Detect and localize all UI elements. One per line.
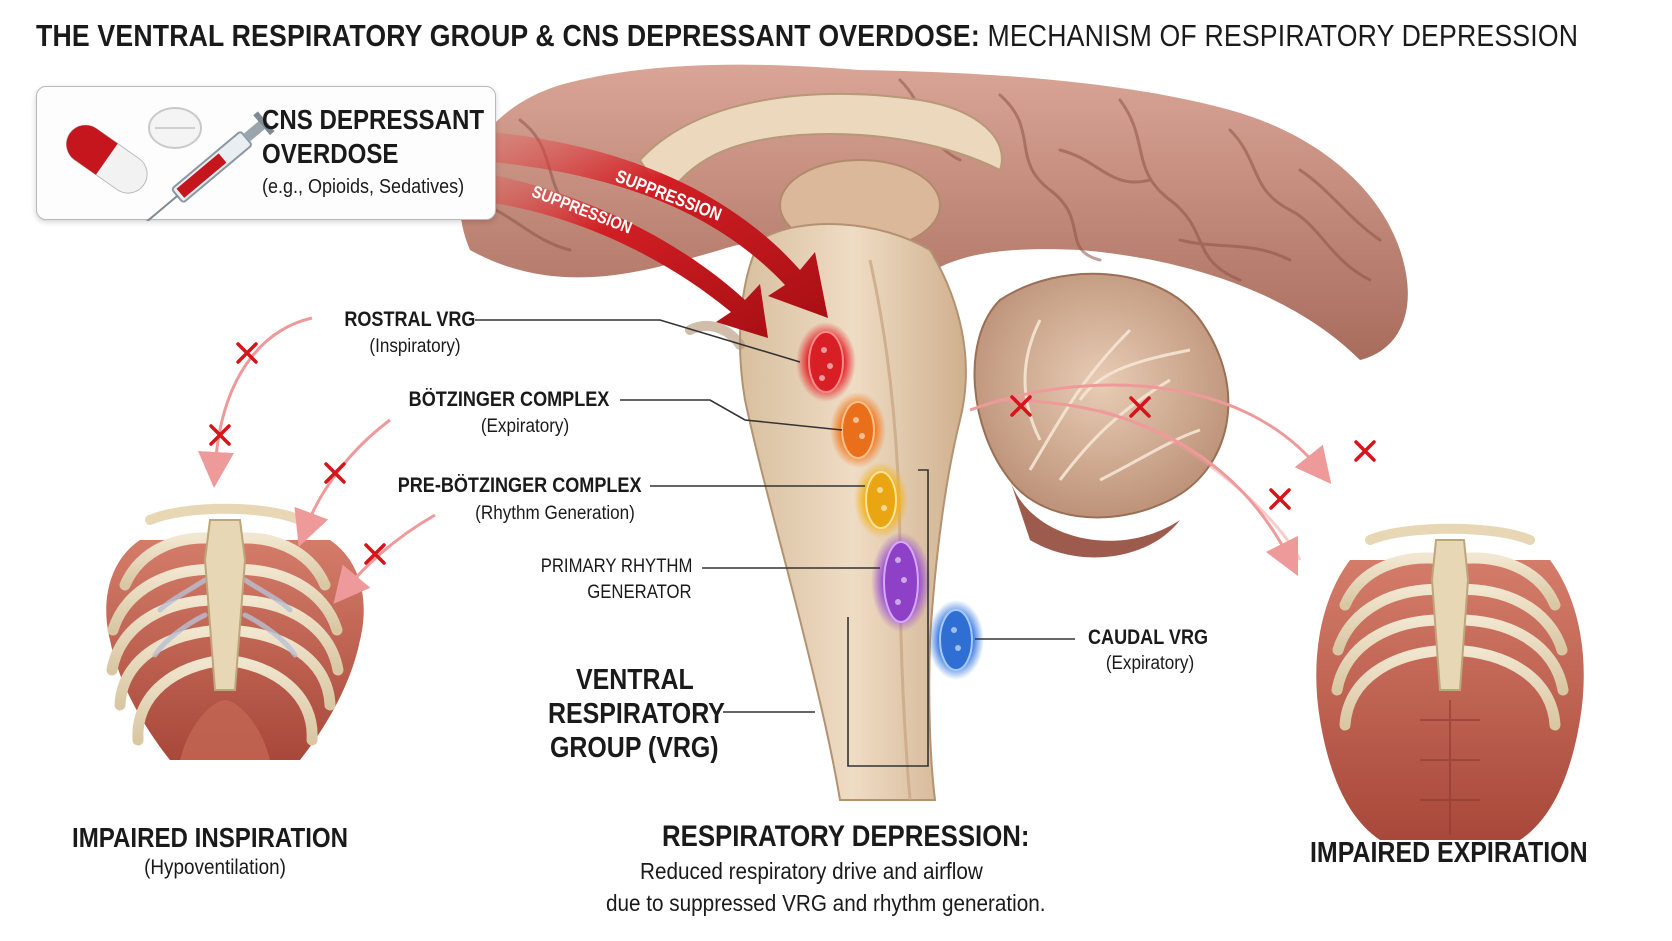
suppression-arrows	[470, 130, 828, 338]
leader-lines	[475, 319, 1075, 767]
inspiration-sub: (Hypoventilation)	[144, 856, 286, 879]
title-light: MECHANISM OF RESPIRATORY DEPRESSION	[987, 18, 1579, 53]
caudal-vrg-sub: (Expiratory)	[1105, 653, 1195, 674]
rostral-vrg-label: ROSTRAL VRG	[343, 308, 475, 331]
depression-title: RESPIRATORY DEPRESSION:	[662, 820, 1030, 853]
block-x-marks	[209, 342, 1376, 565]
pills-syringe-icon	[66, 107, 275, 221]
primary-rhythm-line2: GENERATOR	[587, 582, 692, 603]
vrg-group-line1: VENTRAL	[576, 664, 694, 696]
pre-botzinger-sub: (Rhythm Generation)	[475, 503, 635, 524]
botzinger-label: BÖTZINGER COMPLEX	[408, 388, 609, 411]
caudal-vrg-label: CAUDAL VRG	[1088, 626, 1209, 649]
title-bold: THE VENTRAL RESPIRATORY GROUP & CNS DEPR…	[36, 18, 980, 53]
right-ribcage	[1316, 523, 1584, 840]
inspiration-title: IMPAIRED INSPIRATION	[72, 822, 349, 853]
primary-rhythm-line1: PRIMARY RHYTHM	[540, 556, 692, 577]
vrg-group-line3: GROUP (VRG)	[550, 732, 719, 764]
page-title: THE VENTRAL RESPIRATORY GROUP & CNS DEPR…	[36, 18, 1578, 54]
depression-line1: Reduced respiratory drive and airflow	[640, 858, 983, 884]
drug-overdose-box	[36, 86, 496, 221]
drug-title-line1: CNS DEPRESSANT	[262, 104, 485, 135]
botzinger-sub: (Expiratory)	[480, 416, 570, 437]
drug-title-line2: OVERDOSE	[262, 138, 399, 169]
depression-line2: due to suppressed VRG and rhythm generat…	[606, 890, 1046, 916]
vrg-group-line2: RESPIRATORY	[548, 698, 725, 730]
expiration-title: IMPAIRED EXPIRATION	[1310, 837, 1588, 869]
pre-botzinger-label: PRE-BÖTZINGER COMPLEX	[398, 474, 642, 497]
drug-examples: (e.g., Opioids, Sedatives)	[262, 176, 465, 198]
vrg-nuclei	[796, 322, 984, 680]
rostral-vrg-sub: (Inspiratory)	[369, 336, 461, 357]
left-ribcage	[106, 503, 364, 760]
cerebellum	[973, 272, 1230, 558]
